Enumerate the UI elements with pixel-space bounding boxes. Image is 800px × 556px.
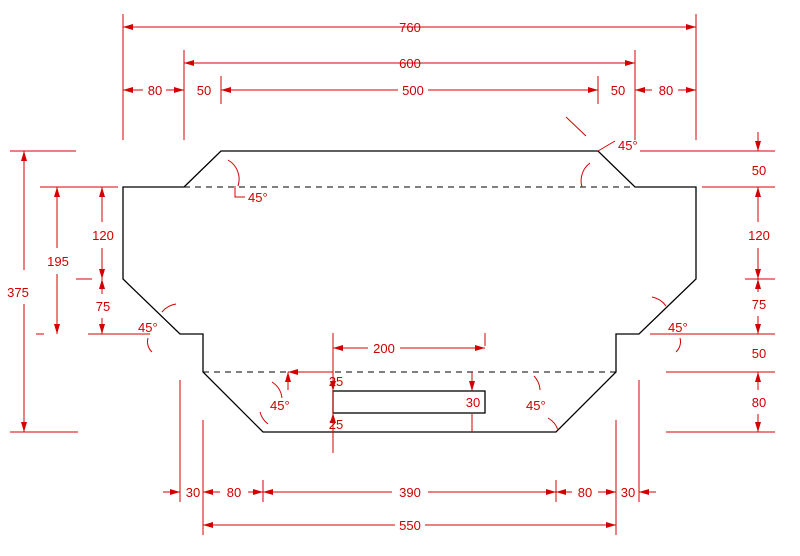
dim-base-width: 550 (399, 518, 421, 533)
angle-top-right: 45° (618, 138, 638, 153)
dim-slot-width: 200 (373, 341, 395, 356)
dim-base-left-step: 30 (186, 485, 200, 500)
dim-base-left-slope: 80 (227, 485, 241, 500)
arrowheads (21, 24, 761, 528)
dim-left-offset: 50 (197, 83, 211, 98)
angle-top-left: 45° (248, 190, 268, 205)
angle-bottom-right: 45° (526, 398, 546, 413)
dimension-labels: 760 600 80 50 500 50 80 375 195 120 75 5… (7, 20, 770, 533)
angle-mid-right: 45° (668, 320, 688, 335)
dim-right-upper: 120 (748, 228, 770, 243)
dim-left-upper: 120 (92, 228, 114, 243)
dim-right-bottom: 80 (752, 395, 766, 410)
slot-outline (332, 390, 486, 414)
angle-markers (147, 116, 681, 431)
angle-bottom-left: 45° (270, 398, 290, 413)
dim-slot-height: 30 (466, 395, 480, 410)
dim-left-margin: 80 (148, 83, 162, 98)
dim-slot-bottom: 25 (329, 417, 343, 432)
dim-right-margin: 80 (659, 83, 673, 98)
dim-left-lower: 75 (96, 299, 110, 314)
part-outline (122, 150, 697, 433)
dim-base-right-step: 30 (621, 485, 635, 500)
dim-right-mid: 75 (752, 297, 766, 312)
dim-right-top: 50 (752, 163, 766, 178)
dimension-lines (10, 14, 775, 535)
dim-total-height: 375 (7, 285, 29, 300)
dim-upper-flat: 500 (402, 83, 424, 98)
angle-mid-left: 45° (138, 320, 158, 335)
dim-overall-width: 760 (399, 20, 421, 35)
dim-upper-width: 600 (399, 56, 421, 71)
dim-base-right-slope: 80 (578, 485, 592, 500)
dim-left-height: 195 (47, 254, 69, 269)
dim-right-step: 50 (752, 346, 766, 361)
dim-slot-top: 25 (329, 374, 343, 389)
dim-base-flat: 390 (399, 485, 421, 500)
dim-right-offset: 50 (611, 83, 625, 98)
part-geometry (122, 150, 697, 433)
